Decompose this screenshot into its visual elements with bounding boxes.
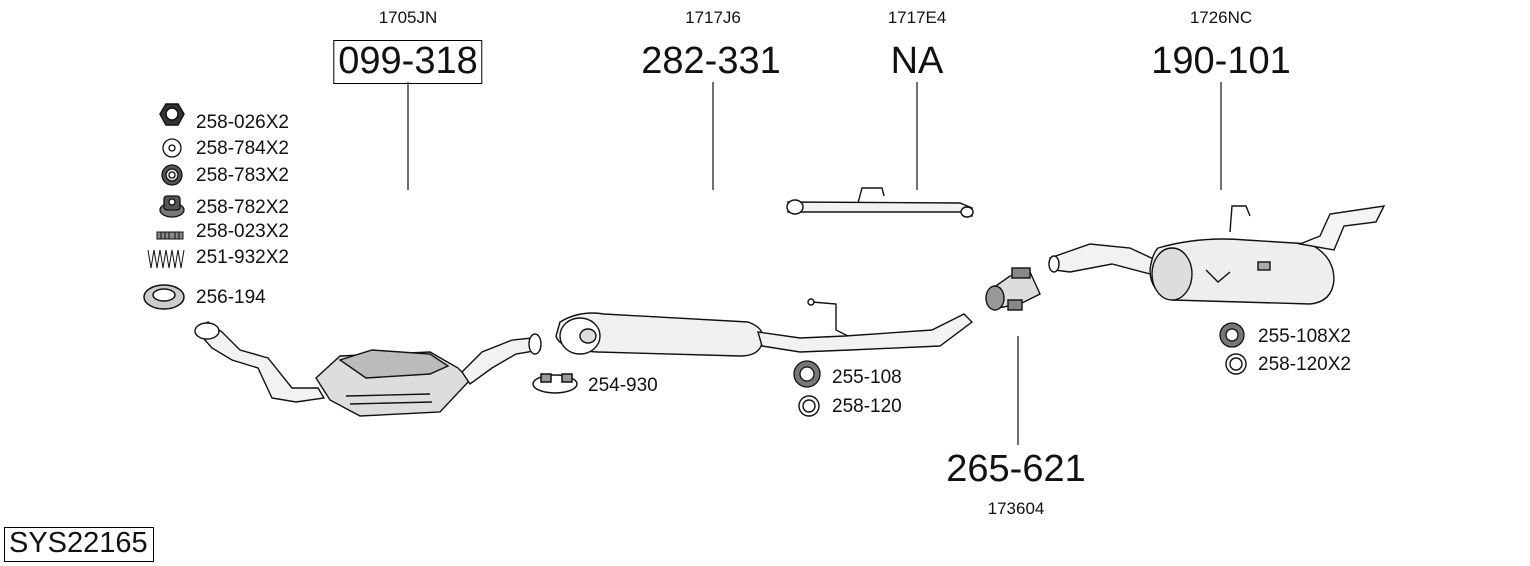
o-ring-icon <box>798 395 820 417</box>
part-number-3: NA <box>890 40 944 82</box>
section-ref-bottom: 173604 <box>987 499 1045 518</box>
fitting-label-spring: 251-932X2 <box>196 247 289 268</box>
part-number-bottom: 265-621 <box>946 448 1086 490</box>
mid-hanger-label: 255-108 <box>832 367 902 388</box>
stud-bolt-icon <box>156 231 184 240</box>
fitting-label-stud-bolt: 258-023X2 <box>196 221 289 242</box>
intermediate-pipe <box>786 187 974 218</box>
section-ref-4: 1726NC <box>1189 8 1253 27</box>
lock-washer-icon <box>161 164 183 186</box>
fitting-label-gasket: 256-194 <box>196 287 266 308</box>
system-code: SYS22165 <box>4 527 154 562</box>
gasket-ring-icon <box>143 284 185 310</box>
rear-hanger-label: 255-108X2 <box>1258 326 1351 347</box>
flange-nut-icon <box>159 195 185 218</box>
part-number-1: 099-318 <box>333 40 483 84</box>
section-ref-3: 1717E4 <box>887 8 947 27</box>
section-ref-2: 1717J6 <box>685 8 741 27</box>
spring-icon <box>147 249 185 269</box>
rear-silencer <box>1048 205 1386 305</box>
band-clamp-icon <box>532 373 578 394</box>
rear-ring-label: 258-120X2 <box>1258 354 1351 375</box>
fitting-label-flange-nut: 258-782X2 <box>196 197 289 218</box>
pipe-connector <box>985 267 1041 311</box>
clamp-label: 254-930 <box>588 375 658 396</box>
middle-silencer <box>555 298 974 357</box>
front-pipe-catalyst <box>194 321 542 417</box>
washer-icon <box>162 138 182 158</box>
fitting-label-lock-washer: 258-783X2 <box>196 165 289 186</box>
hex-nut-icon <box>159 103 185 126</box>
part-number-4: 190-101 <box>1151 40 1291 82</box>
fitting-label-hex-nut: 258-026X2 <box>196 112 289 133</box>
mid-ring-label: 258-120 <box>832 396 902 417</box>
section-ref-1: 1705JN <box>378 8 438 27</box>
rubber-hanger-icon <box>793 360 821 388</box>
rubber-hanger-icon <box>1219 322 1245 348</box>
fitting-label-washer: 258-784X2 <box>196 138 289 159</box>
o-ring-icon <box>1225 353 1247 375</box>
part-number-2: 282-331 <box>641 40 781 82</box>
